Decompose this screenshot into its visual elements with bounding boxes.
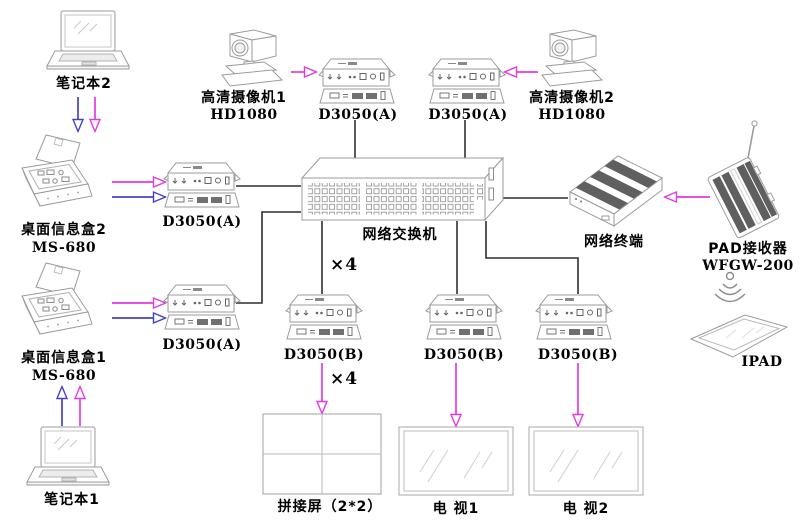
d3050a-cam1-label: D3050(A) bbox=[318, 107, 398, 123]
switch-label: 网络交换机 bbox=[362, 227, 438, 243]
d3050b-2-icon bbox=[425, 294, 503, 344]
tv2-icon bbox=[528, 426, 644, 498]
d3050b-1-icon bbox=[285, 294, 363, 344]
desktop-infobox1-icon bbox=[16, 262, 110, 350]
multiplier-top-label: ×4 bbox=[330, 255, 359, 275]
terminal-label: 网络终端 bbox=[584, 234, 644, 250]
infobox1-label: 桌面信息盒1 bbox=[21, 350, 107, 366]
infobox2-label: 桌面信息盒2 bbox=[21, 222, 107, 238]
laptop1-icon bbox=[26, 426, 110, 490]
desktop-infobox2-icon bbox=[16, 134, 110, 222]
pad-receiver-icon bbox=[698, 116, 790, 240]
d3050b-1-label: D3050(B) bbox=[283, 347, 365, 363]
d3050b-3-icon bbox=[535, 294, 613, 344]
laptop2-label: 笔记本2 bbox=[56, 76, 112, 92]
tv1-label: 电 视1 bbox=[432, 501, 480, 517]
d3050b-3-label: D3050(B) bbox=[537, 347, 619, 363]
videowall-label: 拼接屏（2*2） bbox=[277, 499, 383, 515]
wire-switch-d3050b3 bbox=[485, 221, 579, 294]
laptop1-label: 笔记本1 bbox=[44, 492, 100, 508]
infobox2-sublabel: MS-680 bbox=[31, 240, 97, 256]
videowall-icon bbox=[262, 413, 382, 495]
camera2-sublabel: HD1080 bbox=[538, 107, 606, 123]
pad-receiver-label: PAD接收器 bbox=[708, 241, 788, 257]
ipad-label: IPAD bbox=[741, 354, 783, 370]
d3050a-cam2-label: D3050(A) bbox=[428, 107, 508, 123]
hd-camera2-icon bbox=[540, 28, 608, 88]
laptop2-icon bbox=[46, 10, 130, 74]
d3050a-box1-label: D3050(A) bbox=[162, 337, 242, 353]
d3050a-box1-icon bbox=[163, 284, 241, 334]
hd-camera1-icon bbox=[220, 28, 288, 88]
wifi-signal-icon bbox=[710, 270, 750, 312]
tv2-label: 电 视2 bbox=[562, 501, 610, 517]
d3050a-box2-label: D3050(A) bbox=[162, 214, 242, 230]
d3050b-2-label: D3050(B) bbox=[423, 347, 505, 363]
d3050a-cam2-icon bbox=[428, 58, 506, 108]
camera1-sublabel: HD1080 bbox=[210, 107, 278, 123]
wire-d3050box1-switch bbox=[236, 211, 301, 304]
infobox1-sublabel: MS-680 bbox=[31, 368, 97, 384]
network-switch-icon bbox=[299, 156, 505, 230]
camera2-label: 高清摄像机2 bbox=[529, 90, 615, 106]
d3050a-cam1-icon bbox=[318, 58, 396, 108]
pad-receiver-sublabel: WFGW-200 bbox=[702, 258, 794, 274]
multiplier-bottom-label: ×4 bbox=[330, 369, 359, 389]
tv1-icon bbox=[398, 426, 514, 498]
network-terminal-icon bbox=[566, 150, 666, 230]
camera1-label: 高清摄像机1 bbox=[201, 90, 287, 106]
d3050a-box2-icon bbox=[163, 162, 241, 212]
